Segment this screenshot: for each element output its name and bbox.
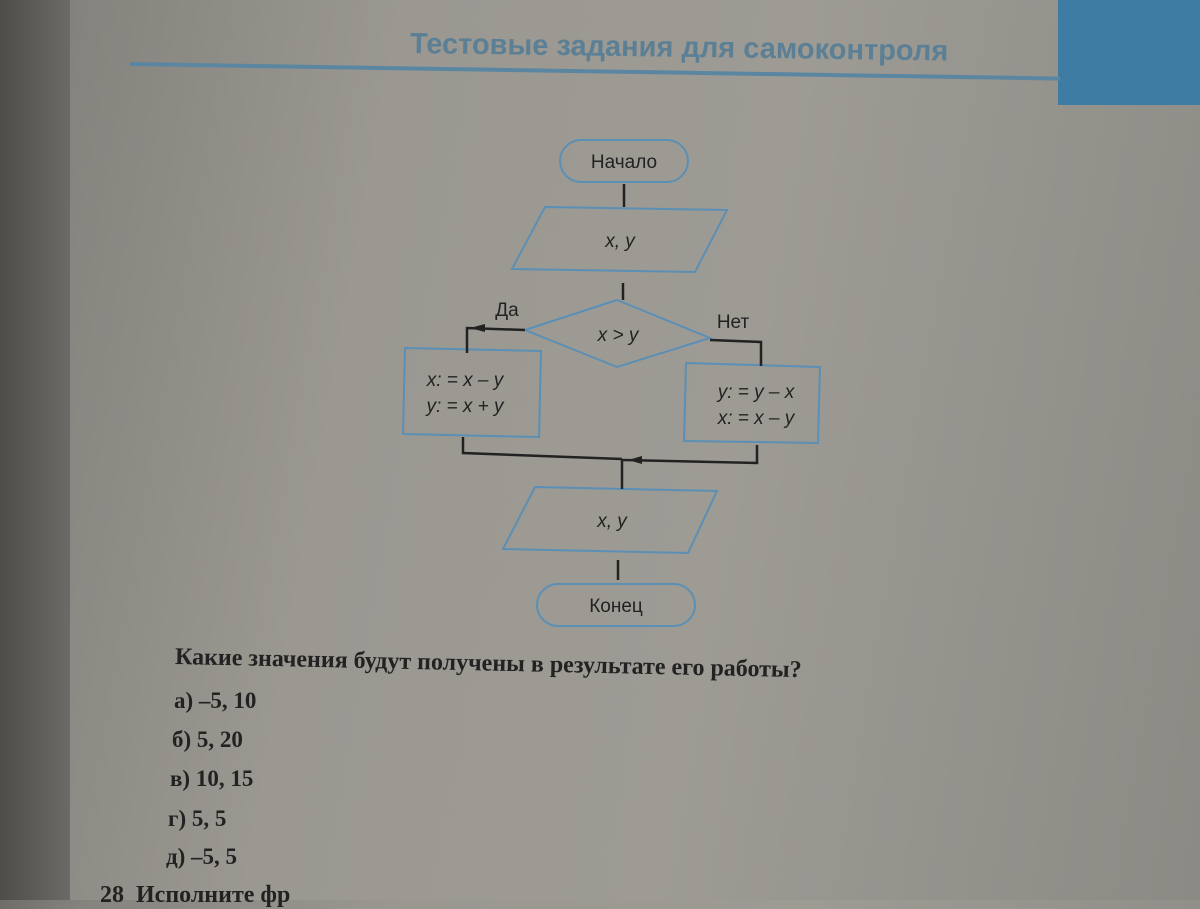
answer-option-b: б) 5, 20	[172, 727, 243, 752]
merge-connector-left	[461, 437, 623, 461]
answer-option-a: а) –5, 10	[174, 688, 257, 713]
yes-branch-line-2: y: = x + y	[424, 396, 505, 417]
condition-label: x > y	[597, 325, 640, 346]
yes-connector	[465, 326, 526, 353]
next-task-number: 28	[100, 882, 124, 908]
yes-process-box	[401, 346, 543, 439]
answer-option-v: в) 10, 15	[170, 766, 254, 791]
answer-option-g: г) 5, 5	[168, 806, 227, 831]
start-label: Начало	[591, 152, 657, 173]
arrow-head-icon	[470, 324, 485, 332]
condition-diamond	[522, 298, 713, 369]
no-process-box	[682, 361, 822, 445]
book-spine-shadow	[0, 0, 70, 900]
next-task: 28 Исполните фр	[100, 882, 290, 909]
no-branch-line-2: x: = x – y	[717, 408, 796, 429]
output-label: x, y	[596, 511, 628, 532]
answer-option-d: д) –5, 5	[166, 844, 238, 869]
yes-label: Да	[495, 300, 519, 321]
start-terminal	[559, 139, 689, 183]
end-label: Конец	[589, 596, 643, 617]
no-connector	[709, 338, 763, 366]
no-label: Нет	[717, 312, 750, 333]
input-label: x, y	[604, 231, 636, 252]
no-branch-line-1: y: = y – x	[716, 382, 796, 403]
arrow-head-icon	[628, 456, 642, 464]
output-parallelogram	[501, 485, 719, 555]
yes-branch-line-1: x: = x – y	[426, 370, 505, 391]
next-task-text: Исполните фр	[136, 882, 291, 908]
input-parallelogram	[510, 205, 729, 274]
header-color-band	[1058, 0, 1200, 105]
end-terminal	[536, 583, 696, 627]
merge-connector-right	[621, 445, 759, 465]
